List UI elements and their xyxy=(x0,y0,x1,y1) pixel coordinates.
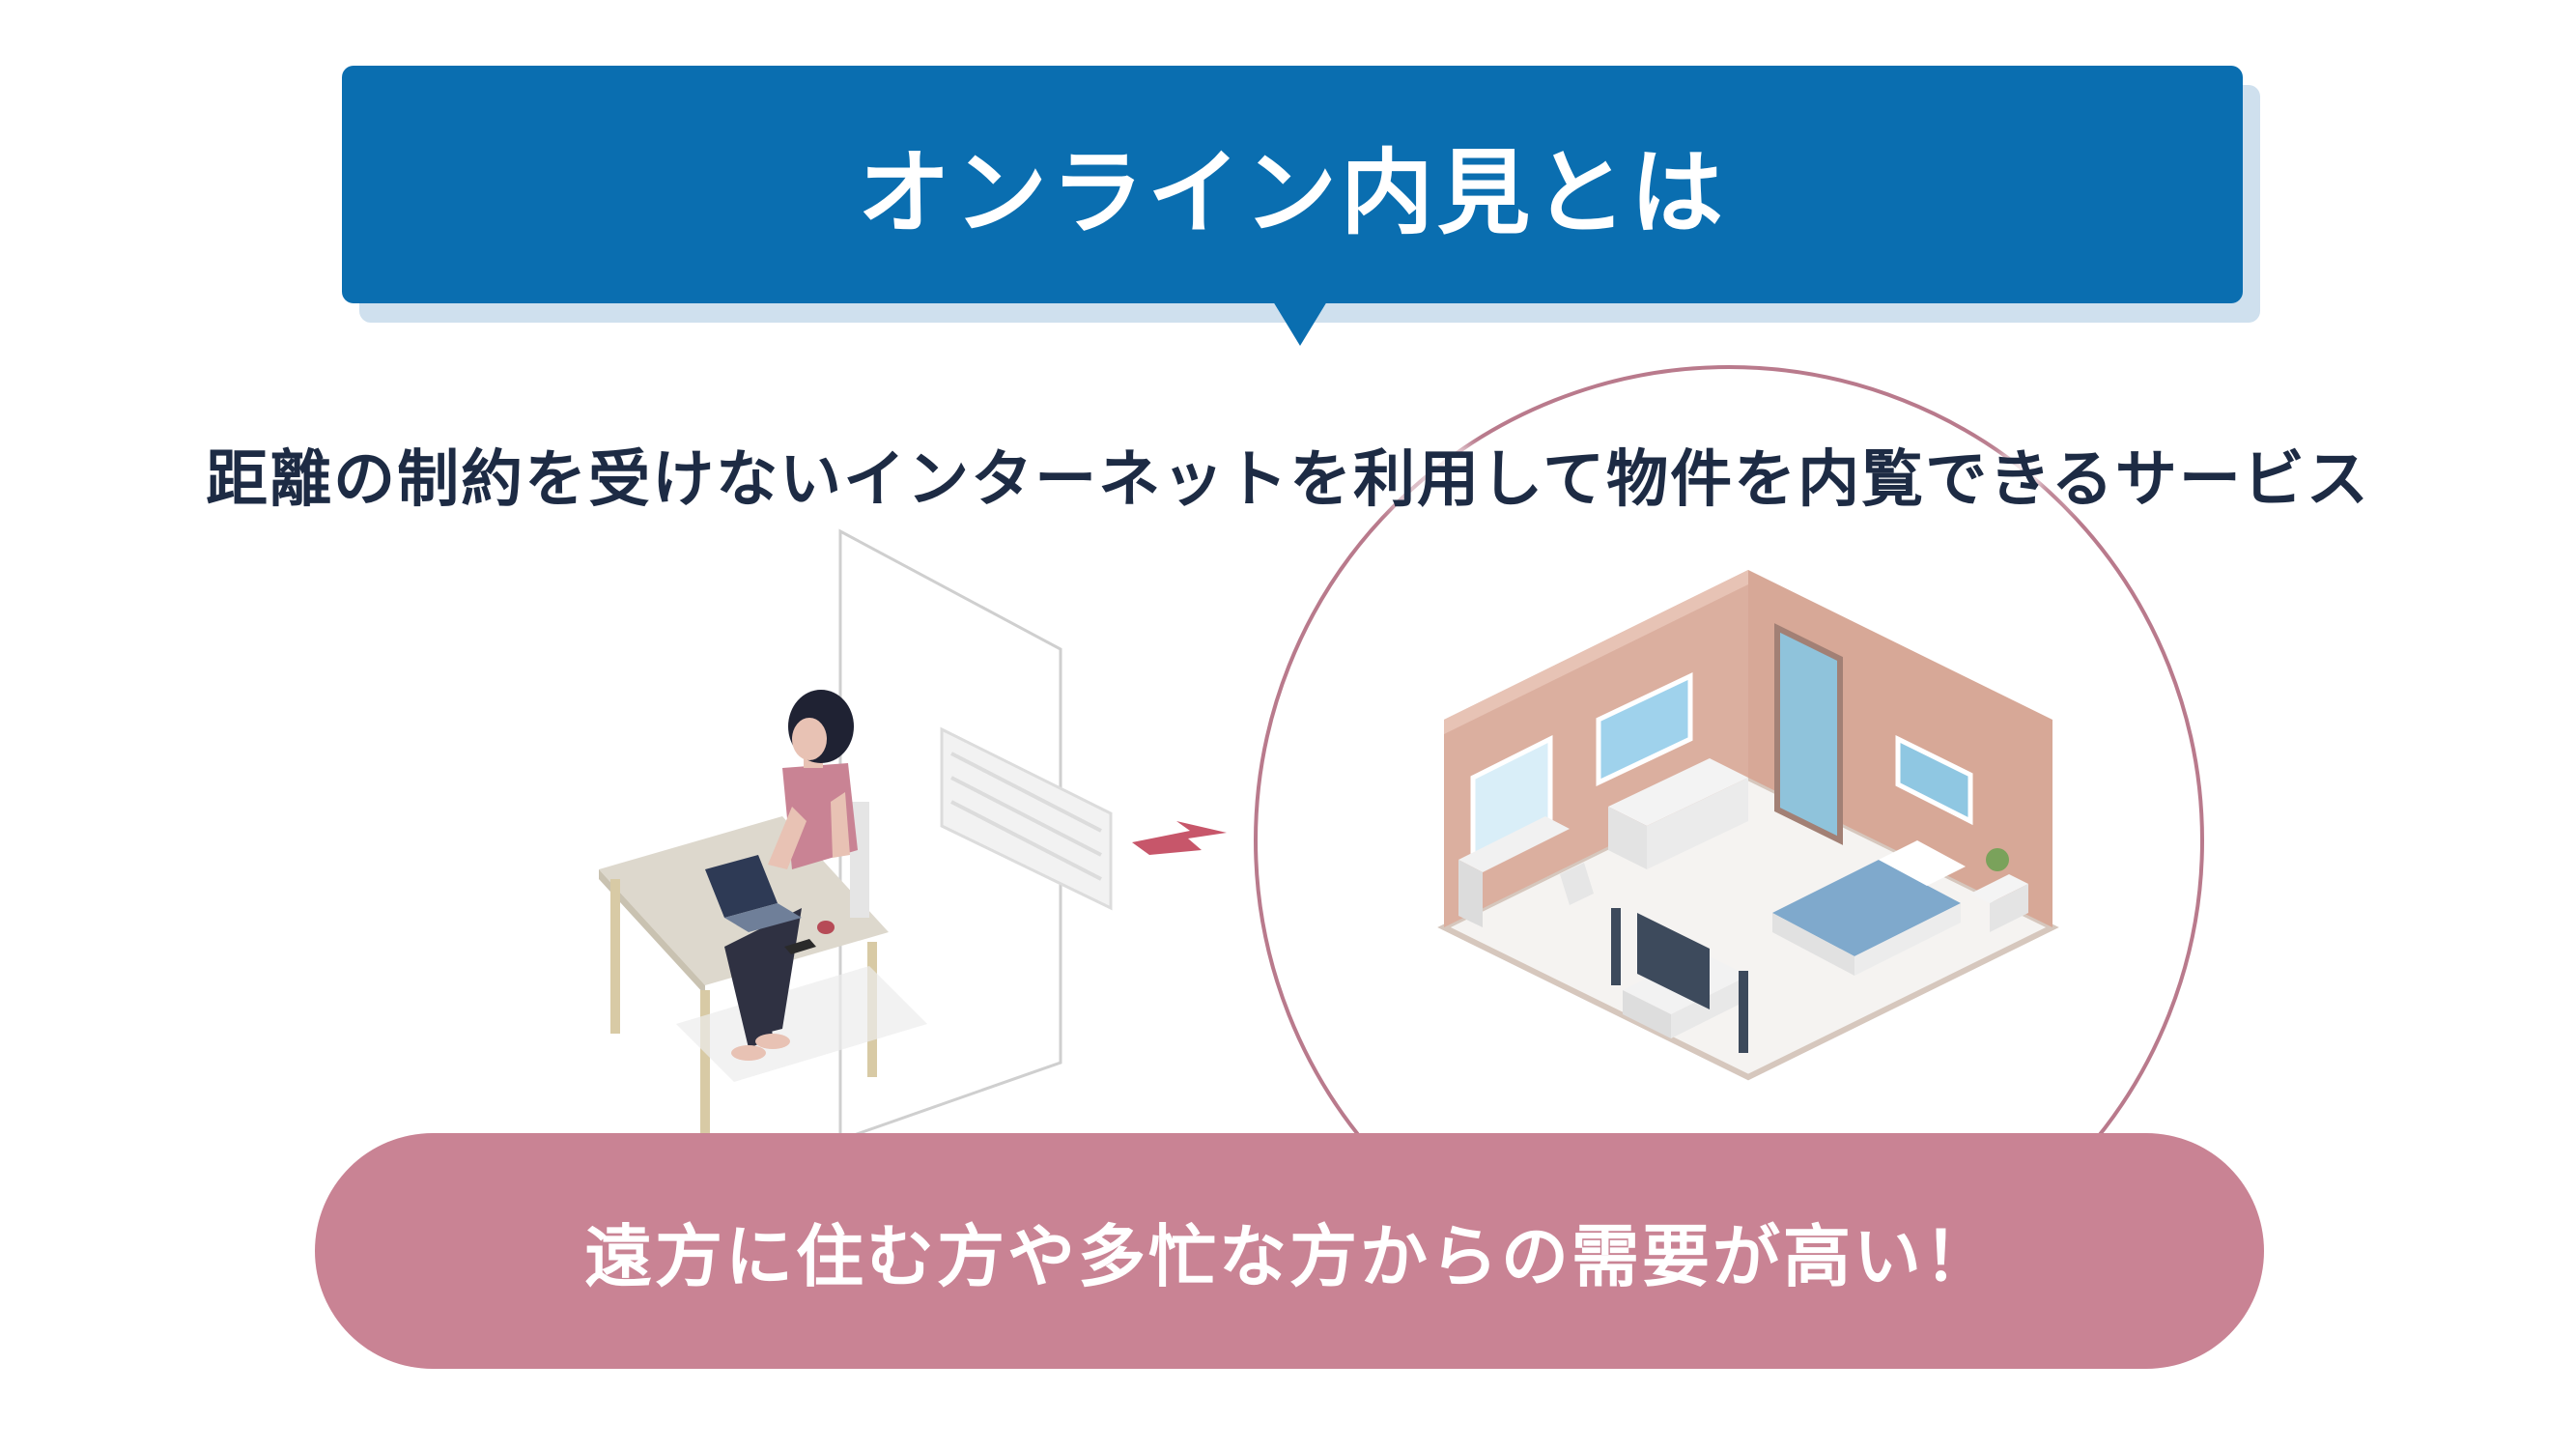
laptop-icon xyxy=(705,855,802,932)
phone-icon xyxy=(784,939,816,954)
mug-icon xyxy=(817,921,835,934)
title-pointer xyxy=(1273,301,1327,346)
woman-working-on-laptop-at-desk-icon xyxy=(724,690,869,1061)
isometric-room-icon xyxy=(1437,570,2059,1081)
page-title: オンライン内見とは xyxy=(858,138,1727,247)
demand-banner: 遠方に住む方や多忙な方からの需要が高い！ xyxy=(315,1133,2264,1369)
lightning-bolt-icon xyxy=(1132,821,1227,855)
service-description: 距離の制約を受けないインターネットを利用して物件を内覧できるサービス xyxy=(206,444,2370,516)
wall-screen-icon xyxy=(940,726,1113,911)
demand-message: 遠方に住む方や多忙な方からの需要が高い！ xyxy=(584,1216,1995,1296)
title-box: オンライン内見とは xyxy=(342,66,2243,303)
